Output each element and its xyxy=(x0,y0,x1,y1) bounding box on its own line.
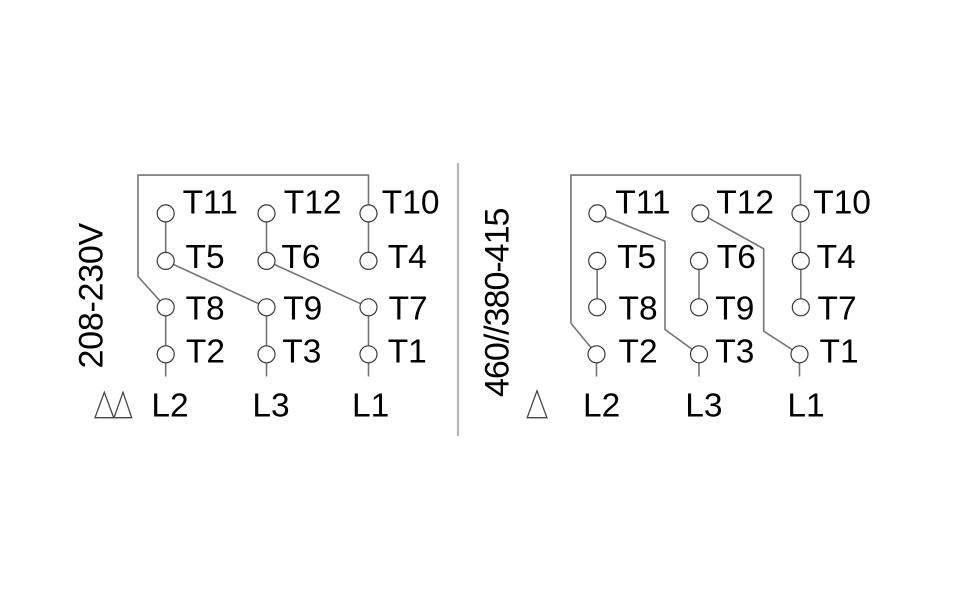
svg-text:L1: L1 xyxy=(352,388,389,425)
svg-text:T10: T10 xyxy=(382,185,440,222)
svg-text:T10: T10 xyxy=(813,185,871,222)
svg-text:T8: T8 xyxy=(619,291,658,328)
svg-text:T12: T12 xyxy=(284,185,342,222)
svg-text:T6: T6 xyxy=(717,239,756,276)
svg-text:T11: T11 xyxy=(615,185,670,222)
svg-text:T1: T1 xyxy=(388,333,427,370)
svg-text:L2: L2 xyxy=(151,388,188,425)
svg-text:L3: L3 xyxy=(252,388,289,425)
svg-text:T12: T12 xyxy=(716,185,774,222)
svg-text:T3: T3 xyxy=(282,333,321,370)
svg-text:460//380-415: 460//380-415 xyxy=(478,209,516,397)
svg-text:L2: L2 xyxy=(583,388,620,425)
svg-text:T6: T6 xyxy=(281,239,320,276)
svg-text:T1: T1 xyxy=(820,333,859,370)
svg-text:T9: T9 xyxy=(715,291,754,328)
svg-text:T5: T5 xyxy=(617,239,656,276)
svg-text:T7: T7 xyxy=(818,291,857,328)
svg-text:T8: T8 xyxy=(186,291,225,328)
svg-text:T2: T2 xyxy=(186,333,225,370)
svg-text:T5: T5 xyxy=(186,239,225,276)
svg-text:T7: T7 xyxy=(389,291,428,328)
svg-text:L3: L3 xyxy=(685,388,722,425)
svg-text:T9: T9 xyxy=(283,291,322,328)
svg-text:T3: T3 xyxy=(715,333,754,370)
svg-text:T11: T11 xyxy=(183,185,238,222)
svg-text:T4: T4 xyxy=(388,239,427,276)
svg-text:T2: T2 xyxy=(619,333,658,370)
svg-text:L1: L1 xyxy=(787,388,824,425)
svg-text:T4: T4 xyxy=(817,239,856,276)
svg-text:208-230V: 208-230V xyxy=(73,222,111,368)
